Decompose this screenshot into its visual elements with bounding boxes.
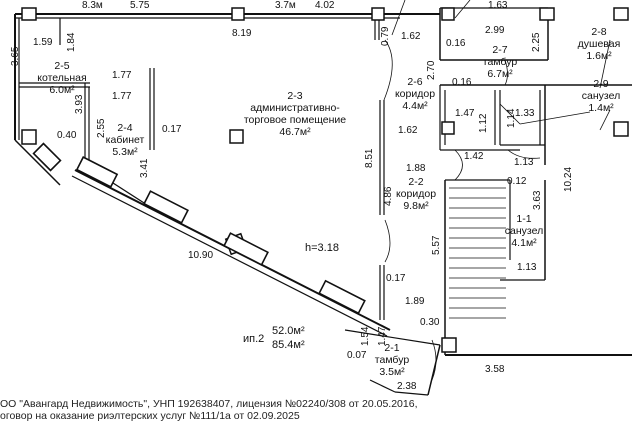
dim-1-89: 1.89 [405, 296, 425, 307]
room-2-1-label: 2-1 тамбур 3.5м² [368, 342, 416, 378]
room-2-7-label: 2-7 тамбур 6.7м² [470, 44, 530, 80]
dim-1-77-b: 1.77 [112, 91, 132, 102]
dim-2-38: 2.38 [397, 381, 417, 392]
room-2-5-id: 2-5 [54, 60, 70, 72]
room-2-2-name: коридор [395, 188, 437, 200]
room-2-5-name: котельная [37, 72, 87, 84]
dim-0-30: 0.30 [420, 317, 440, 328]
room-2-4-id: 2-4 [117, 122, 133, 134]
room-2-2-area: 9.8м² [403, 200, 429, 212]
dim-3-65: 3.65 [10, 46, 21, 66]
room-2-3-id: 2-3 [287, 90, 303, 102]
room-2-6-id: 2-6 [407, 76, 423, 88]
room-2-5-area: 6.0м² [49, 84, 75, 96]
dim-4-02: 4.02 [315, 0, 335, 11]
dim-0-17-b: 0.17 [386, 273, 406, 284]
room-1-1-label: 1-1 санузел 4.1м² [500, 213, 548, 249]
dim-1-59: 1.59 [33, 37, 53, 48]
dim-1-12: 1.12 [478, 113, 489, 133]
dim-1-33: 1.33 [515, 108, 535, 119]
dim-3-41: 3.41 [139, 158, 150, 178]
dim-1-63: 1.63 [488, 0, 508, 11]
room-2-6-area: 4.4м² [402, 100, 428, 112]
room-2-8-label: 2-8 душевая 1.6м² [566, 26, 632, 62]
room-2-3-label: 2-3 административно- торговое помещение … [220, 90, 370, 138]
dim-3-7: 3.7м [275, 0, 296, 11]
room-2-6-label: 2-6 коридор 4.4м² [390, 76, 440, 112]
room-1-1-area: 4.1м² [511, 237, 537, 249]
room-2-8-id: 2-8 [591, 26, 607, 38]
room-2-2-label: 2-2 коридор 9.8м² [390, 176, 442, 212]
dim-2-25: 2.25 [531, 32, 542, 52]
dim-0-07: 0.07 [347, 350, 367, 361]
dim-2-99: 2.99 [485, 25, 505, 36]
footer-license-line: ОО "Авангард Недвижимость", УНП 19263840… [0, 398, 418, 410]
room-2-9-id: 2-9 [593, 78, 609, 90]
footer-contract-line: оговор на оказание риэлтерских услуг №11… [0, 410, 300, 422]
ip-label: ип.2 [243, 333, 265, 345]
dim-1-88: 1.88 [406, 163, 426, 174]
room-2-7-id: 2-7 [492, 44, 508, 56]
room-2-2-id: 2-2 [408, 176, 424, 188]
dim-8-3: 8.3м [82, 0, 103, 11]
room-2-8-area: 1.6м² [586, 50, 612, 62]
dim-1-13-a: 1.13 [514, 157, 534, 168]
room-2-7-name: тамбур [482, 56, 518, 68]
dim-0-17-a: 0.17 [162, 124, 182, 135]
dim-1-47-a: 1.47 [455, 108, 475, 119]
room-2-9-area: 1.4м² [588, 102, 614, 114]
room-2-9-label: 2-9 санузел 1.4м² [570, 78, 632, 114]
dim-3-63: 3.63 [532, 190, 543, 210]
room-2-4-label: 2-4 кабинет 5.3м² [100, 122, 150, 158]
total-area-1: 52.0м² [272, 325, 305, 337]
dim-10-90: 10.90 [188, 250, 214, 261]
dim-5-57: 5.57 [431, 235, 442, 255]
dim-1-77-a: 1.77 [112, 70, 132, 81]
dim-1-84: 1.84 [66, 32, 77, 52]
room-2-7-area: 6.7м² [487, 68, 513, 80]
dim-1-13-b: 1.13 [517, 262, 537, 273]
room-2-6-name: коридор [394, 88, 436, 100]
room-2-1-name: тамбур [374, 354, 410, 366]
dim-1-62-b: 1.62 [398, 125, 418, 136]
room-2-3-name-line2: торговое помещение [243, 114, 347, 126]
room-2-4-name: кабинет [105, 134, 145, 146]
dim-10-24: 10.24 [563, 166, 574, 192]
dim-8-19: 8.19 [232, 28, 252, 39]
dim-0-79: 0.79 [380, 26, 391, 46]
room-2-1-area: 3.5м² [379, 366, 405, 378]
room-2-9-name: санузел [581, 90, 621, 102]
room-2-8-name: душевая [577, 38, 621, 50]
dim-8-51: 8.51 [364, 148, 375, 168]
room-2-5-label: 2-5 котельная 6.0м² [27, 60, 97, 96]
dim-3-58: 3.58 [485, 364, 505, 375]
dim-0-12: 0.12 [507, 176, 527, 187]
dim-3-93: 3.93 [74, 94, 85, 114]
total-area-2: 85.4м² [272, 339, 305, 351]
room-2-3-area: 46.7м² [279, 126, 311, 138]
room-1-1-id: 1-1 [516, 213, 532, 225]
room-2-3-name-line1: административно- [250, 102, 340, 114]
room-2-1-id: 2-1 [384, 342, 400, 354]
dim-0-16-b: 0.16 [452, 77, 472, 88]
dim-5-75: 5.75 [130, 0, 150, 11]
room-1-1-name: санузел [504, 225, 544, 237]
room-2-4-area: 5.3м² [112, 146, 138, 158]
dim-0-40: 0.40 [57, 130, 77, 141]
height-label: h=3.18 [305, 242, 339, 254]
dim-1-62-a: 1.62 [401, 31, 421, 42]
dim-0-16-a: 0.16 [446, 38, 466, 49]
dim-1-42: 1.42 [464, 151, 484, 162]
